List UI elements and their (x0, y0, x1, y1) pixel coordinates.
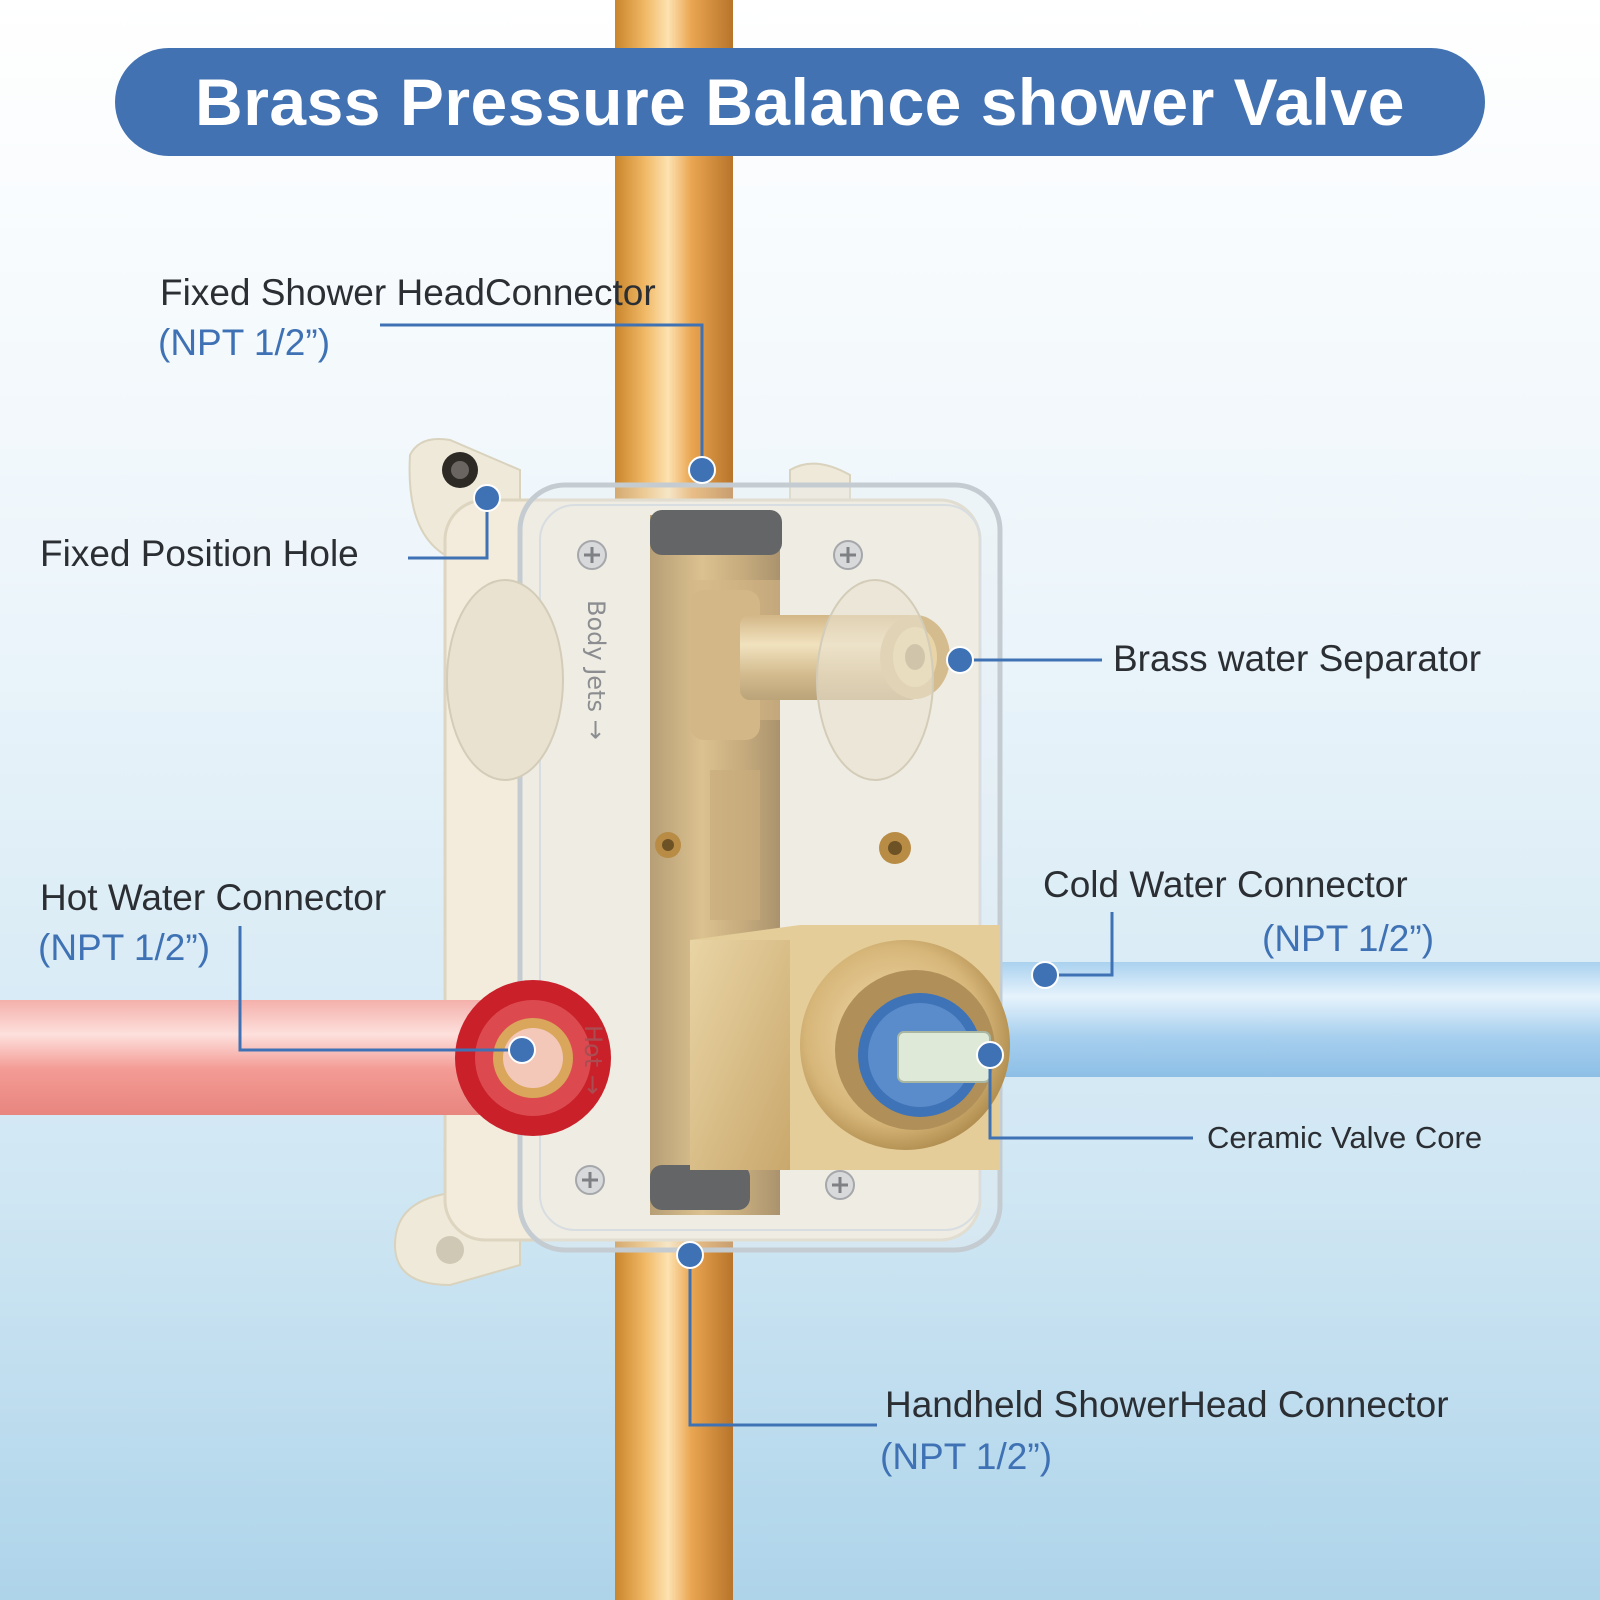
leader-fixed-shower (380, 323, 704, 470)
hot-water-pipe (0, 1000, 530, 1115)
handheld-connector-label: Handheld ShowerHead Connector (885, 1384, 1449, 1425)
cold-water-connector-label: Cold Water Connector (1043, 864, 1408, 905)
brass-water-separator-label: Brass water Separator (1113, 638, 1482, 679)
leader-handheld (688, 1255, 877, 1427)
ceramic-valve-core-housing (690, 925, 1010, 1170)
leader-lines (238, 323, 1193, 1427)
screw-icon (575, 540, 863, 1200)
fixed-shower-connector-spec: (NPT 1/2”) (158, 322, 331, 363)
leader-hot-water (238, 926, 522, 1052)
leader-ceramic-core (988, 1055, 1193, 1140)
body-jets-marking: Body Jets → (582, 600, 610, 740)
leader-fixed-hole (408, 498, 489, 560)
callout-dot (473, 456, 1059, 1269)
cover-lens (446, 579, 564, 781)
leader-cold-water (1045, 912, 1114, 977)
fixed-position-hole (442, 452, 478, 488)
hot-water-connector-spec: (NPT 1/2”) (38, 927, 211, 968)
hot-water-connector-label: Hot Water Connector (40, 877, 387, 918)
page-title: Brass Pressure Balance shower Valve (115, 48, 1485, 156)
fixed-position-hole-label: Fixed Position Hole (40, 533, 359, 574)
ceramic-valve-core-label: Ceramic Valve Core (1207, 1120, 1483, 1155)
fixed-shower-connector-label: Fixed Shower HeadConnector (160, 272, 656, 313)
hot-marking: Hot → (579, 1025, 607, 1095)
handheld-connector-spec: (NPT 1/2”) (880, 1436, 1053, 1477)
cold-water-connector-spec: (NPT 1/2”) (1262, 918, 1435, 959)
cold-water-pipe (960, 962, 1600, 1077)
